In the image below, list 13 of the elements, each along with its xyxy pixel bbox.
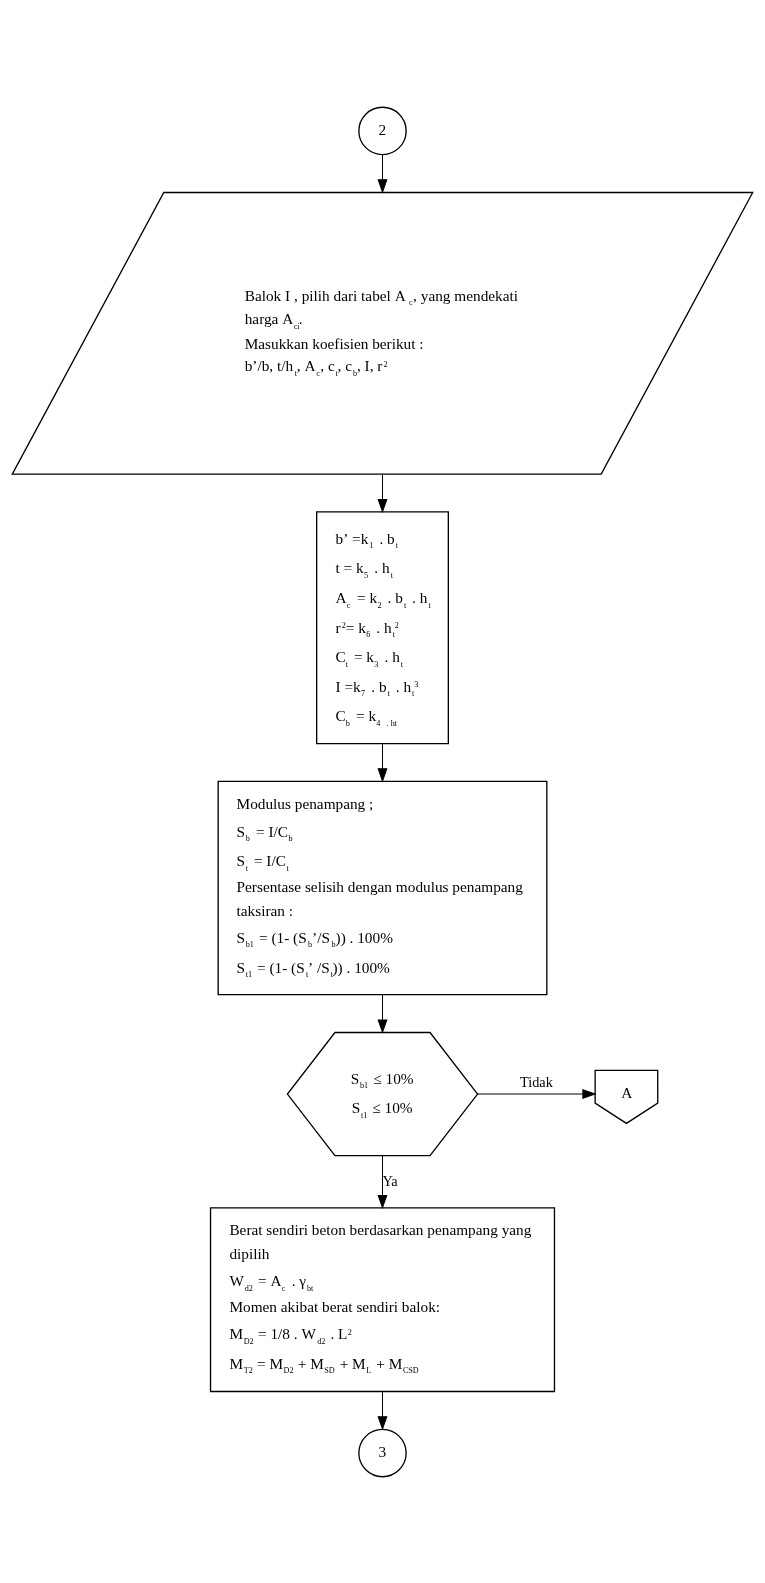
- node-circle: 2: [358, 106, 407, 155]
- arrow: [377, 153, 388, 194]
- arrow: [377, 1390, 388, 1431]
- edge-label: Tidak: [520, 1073, 553, 1090]
- arrow: [377, 742, 388, 783]
- node-box: Modulus penampang ; S$_{b}$ = I/C$_{b}$ S$_{t}$ = I/C$_{t}$ Persentase selisih dengan modulus penampang taksiran : S$_{b1}$ = (1- (S$_{b}$’/S$_{b}$)) . 100% S$_{t1}$ = (1- (S$_{t}$’ /S$_{t}$)) . 100%: [217, 780, 548, 995]
- node-circle: 3: [358, 1428, 407, 1477]
- arrow: [377, 1154, 388, 1209]
- arrow: [477, 1088, 597, 1099]
- edge-label: Ya: [382, 1172, 398, 1189]
- arrow: [377, 993, 388, 1034]
- arrow: [377, 473, 388, 513]
- node-box: Berat sendiri beton berdasarkan penampang yang dipilih W$_{d2}$ = A$_{c}$ . γ$_{bt}$ Momen akibat berat sendiri balok: M$_{D2}$ = 1/8 . W$_{d2}$ . L$^{2}$ M$_{T2}$ = M$_{D2}$ + M$_{SD}$ + M$_{L}$ + M$_{CSD}$: [209, 1206, 556, 1392]
